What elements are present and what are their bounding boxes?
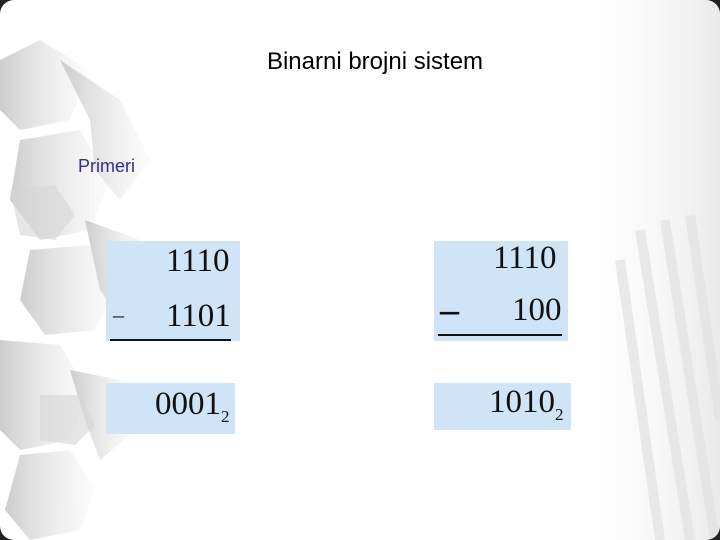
left-subtrahend: 1101 [166, 298, 231, 334]
left-result-value: 0001 [155, 386, 221, 422]
right-subtrahend: 100 [512, 292, 562, 328]
left-minus-sign: – [113, 302, 124, 327]
right-result-value: 1010 [489, 384, 555, 420]
right-operands-box [434, 241, 568, 341]
left-result-box [106, 383, 235, 434]
right-result-base: 2 [555, 405, 564, 424]
left-operands-box [106, 241, 240, 341]
left-result: 00012 [155, 386, 230, 426]
left-sum-line [110, 339, 231, 341]
slide-subtitle: Primeri [78, 156, 135, 176]
left-result-base: 2 [221, 407, 230, 426]
left-minuend: 1110 [166, 243, 230, 279]
slide-title: Binarni brojni sistem [266, 48, 484, 75]
right-minuend: 1110 [493, 240, 557, 276]
right-result-box [434, 383, 571, 430]
right-minus-sign: – [440, 289, 459, 331]
right-sum-line [438, 334, 562, 336]
right-result: 10102 [489, 384, 564, 424]
